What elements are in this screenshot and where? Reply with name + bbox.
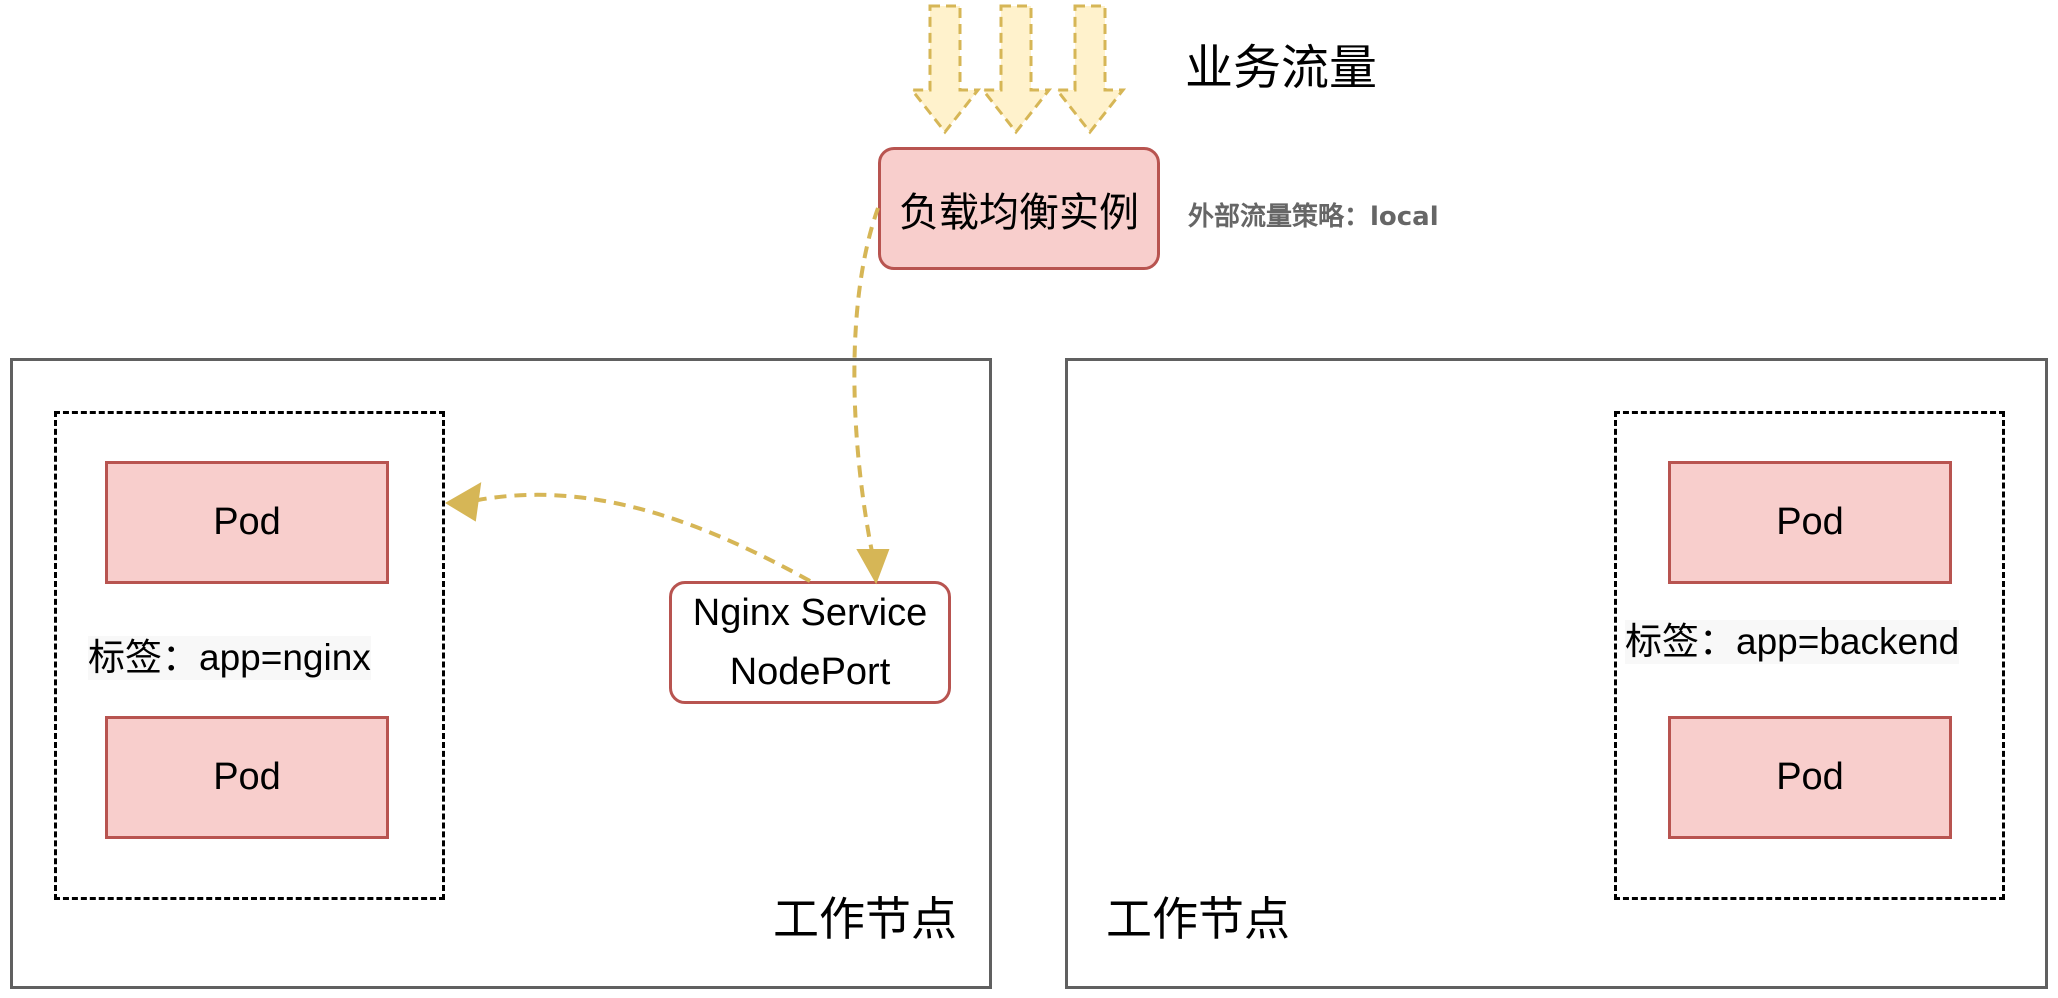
traffic-arrow-2 [979, 4, 1053, 135]
backend-pod-2-label: Pod [1776, 756, 1844, 798]
nginx-pod-2: Pod [105, 716, 389, 839]
backend-pod-2: Pod [1668, 716, 1952, 839]
nginx-tag-value: app=nginx [199, 637, 371, 678]
load-balancer-label: 负载均衡实例 [899, 189, 1139, 236]
load-balancer-box: 负载均衡实例 [878, 147, 1160, 270]
backend-pod-1-label: Pod [1776, 501, 1844, 543]
nginx-pod-1-label: Pod [213, 501, 281, 543]
traffic-arrow-1 [908, 4, 982, 135]
nginx-tag-prefix: 标签： [88, 636, 199, 679]
backend-tag-label: 标签：app=backend [1625, 620, 1960, 665]
traffic-label: 业务流量 [1185, 40, 1378, 96]
backend-pod-1: Pod [1668, 461, 1952, 584]
nginx-pod-2-label: Pod [213, 756, 281, 798]
worker-node-right-label: 工作节点 [1106, 892, 1290, 946]
nginx-service-name: Nginx Service [692, 591, 928, 634]
traffic-arrows [908, 4, 1127, 135]
traffic-policy-label: 外部流量策略：local [1188, 202, 1439, 232]
nginx-pod-1: Pod [105, 461, 389, 584]
nginx-service-type: NodePort [729, 650, 891, 693]
backend-pod-group [1614, 411, 2005, 900]
traffic-arrow-3 [1053, 4, 1127, 135]
nginx-tag-label: 标签：app=nginx [88, 636, 371, 681]
worker-node-left-label: 工作节点 [773, 892, 957, 946]
nginx-pod-group [54, 411, 445, 900]
backend-tag-prefix: 标签： [1625, 620, 1736, 663]
nginx-service-box: Nginx Service NodePort [669, 581, 951, 704]
backend-tag-value: app=backend [1736, 621, 1960, 662]
